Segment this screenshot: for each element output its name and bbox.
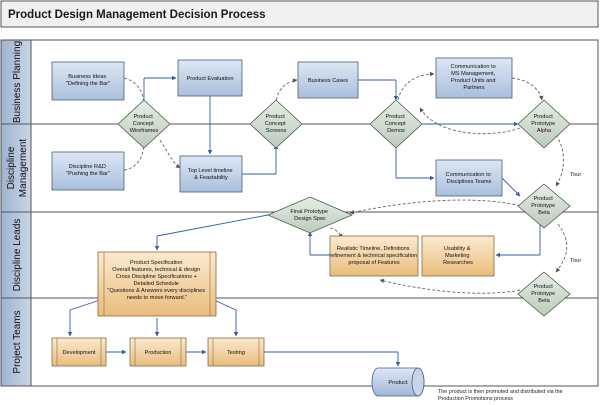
label-product-evaluation: Product Evaluation <box>187 76 234 82</box>
box-testing <box>207 337 265 367</box>
label-communication-disciplines: Communication to Disciplines Teams <box>446 172 493 185</box>
tour-label-1: Tour <box>570 172 581 178</box>
tour-label-2: Tour <box>570 258 581 264</box>
conn-screens-cases <box>275 78 298 106</box>
label-top-level-timeline: Top Level timeline & Feastability <box>188 168 234 181</box>
diagram-title: Product Design Management Decision Proce… <box>8 9 266 21</box>
decision-concept-wireframes <box>117 99 171 149</box>
conn-comm-beta <box>501 177 521 197</box>
conn-beta2-usability <box>379 278 521 294</box>
label-production: Production <box>145 350 172 356</box>
decision-concept-demos <box>369 99 423 149</box>
shapes <box>51 57 571 397</box>
decision-final-prototype <box>266 196 354 234</box>
conn-final-spec-1 <box>156 214 269 237</box>
footnote: The product is then promoted and distrib… <box>438 389 564 402</box>
conn-alpha-beta <box>555 134 564 187</box>
box-business-cases <box>297 61 359 99</box>
label-product: Product <box>388 380 408 386</box>
label-concept-demos: Product Concept Demos <box>385 114 407 134</box>
box-business-ideas <box>51 61 125 101</box>
lane-header-leads <box>0 211 32 299</box>
title-bar <box>0 0 599 28</box>
box-development <box>51 337 107 367</box>
box-product-evaluation <box>177 59 243 97</box>
box-top-level-timeline <box>179 155 243 193</box>
label-discipline-rd: Discipline R&D "Pushing the Bar" <box>66 164 110 177</box>
lane-label-discipline-1: Discipline <box>6 146 17 189</box>
decision-concept-screens <box>249 99 303 149</box>
product-cylinder <box>371 367 425 397</box>
conn-spec-dev-1 <box>69 299 101 311</box>
box-communication-ms <box>435 57 513 99</box>
label-development: Development <box>63 350 96 356</box>
label-testing: Testing <box>227 350 245 356</box>
label-concept-screens: Product Concept Screens <box>265 114 287 134</box>
label-product-specification: Product Specification Overall features, … <box>107 260 206 301</box>
lane-header-teams <box>0 297 32 387</box>
conn-ms-alpha <box>511 77 544 101</box>
label-prototype-beta-1: Product Prototype Beta <box>531 196 557 216</box>
decision-prototype-beta-2 <box>517 271 571 317</box>
lane-label-discipline-2: Management <box>18 139 29 198</box>
label-business-cases: Business Cases <box>308 78 348 84</box>
label-prototype-alpha: Product Prototype Alpha <box>531 114 557 134</box>
decision-prototype-beta-1 <box>517 183 571 229</box>
lane-label-leads: Discipline Leads <box>12 219 23 292</box>
box-discipline-rd <box>51 151 125 191</box>
conn-alpha-loop <box>419 107 521 135</box>
conn-spec-test-1 <box>213 299 237 311</box>
conn-beta1-final <box>349 199 521 215</box>
lane-label-teams: Project Teams <box>12 310 23 373</box>
box-realistic-timeline <box>329 235 419 277</box>
box-communication-disciplines <box>435 159 503 197</box>
label-communication-ms: Communication to MS Management, Product … <box>451 64 498 91</box>
box-product-specification <box>97 251 217 317</box>
label-final-prototype: Final Prototype Design Spec <box>290 209 329 222</box>
decision-prototype-alpha <box>517 99 571 149</box>
label-usability-marketing: Usability & Marketing Researches <box>443 246 473 266</box>
box-usability-marketing <box>421 235 495 277</box>
lane-header-business <box>0 39 32 125</box>
label-prototype-beta-2: Product Prototype Beta <box>531 284 557 304</box>
conn-ideas-wireframes <box>123 77 147 106</box>
label-realistic-timeline: Realistic Timeline, Definitions refineme… <box>329 246 418 266</box>
conn-rd-wireframes <box>123 142 147 171</box>
node-labels: Business Ideas "Defining the Bar" Discip… <box>63 64 582 402</box>
label-business-ideas: Business Ideas "Defining the Bar" <box>66 74 110 87</box>
box-production <box>129 337 187 367</box>
conn-wireframes-timeline <box>159 139 181 169</box>
label-concept-wireframes: Product Concept Wireframes <box>130 114 159 134</box>
conn-beta1-beta2 <box>555 223 568 273</box>
lane-label-business: Business Planning <box>12 41 23 123</box>
